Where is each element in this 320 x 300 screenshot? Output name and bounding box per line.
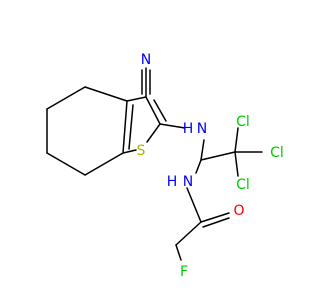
bond: [122, 149, 137, 154]
fluorine-label: F: [180, 264, 188, 280]
bond: [84, 86, 128, 102]
molecule-structure: N H N S Cl Cl Cl H N O F: [46, 52, 284, 280]
bond: [153, 99, 167, 122]
bond: [46, 152, 86, 176]
bond: [128, 104, 134, 150]
bond: [84, 152, 124, 176]
bond: [200, 212, 230, 223]
chlorine-3-label: Cl: [236, 177, 250, 193]
bond: [186, 187, 202, 223]
bond: [46, 86, 86, 110]
bond: [200, 139, 205, 161]
bond: [146, 123, 161, 143]
amide-hydrogen-label: H: [167, 174, 178, 190]
nitrile-nitrogen-label: N: [141, 52, 151, 68]
bond: [195, 159, 202, 174]
sulfur-label: S: [137, 143, 146, 159]
bond: [234, 151, 239, 177]
chlorine-2-label: Cl: [270, 145, 284, 161]
chlorine-1-label: Cl: [236, 114, 250, 130]
amine-hydrogen-label: H: [183, 121, 194, 137]
bond: [234, 127, 239, 153]
bond: [202, 217, 230, 228]
carbonyl-oxygen-label: O: [233, 203, 244, 219]
bond: [200, 151, 236, 161]
bond: [145, 96, 161, 125]
bond: [175, 244, 182, 261]
bond: [159, 123, 186, 129]
amine-nitrogen-label: N: [197, 121, 207, 137]
bond: [122, 100, 128, 154]
bond-lines: [46, 67, 263, 261]
bond: [175, 221, 202, 246]
bond: [126, 96, 147, 102]
amide-nitrogen-label: N: [183, 174, 193, 190]
